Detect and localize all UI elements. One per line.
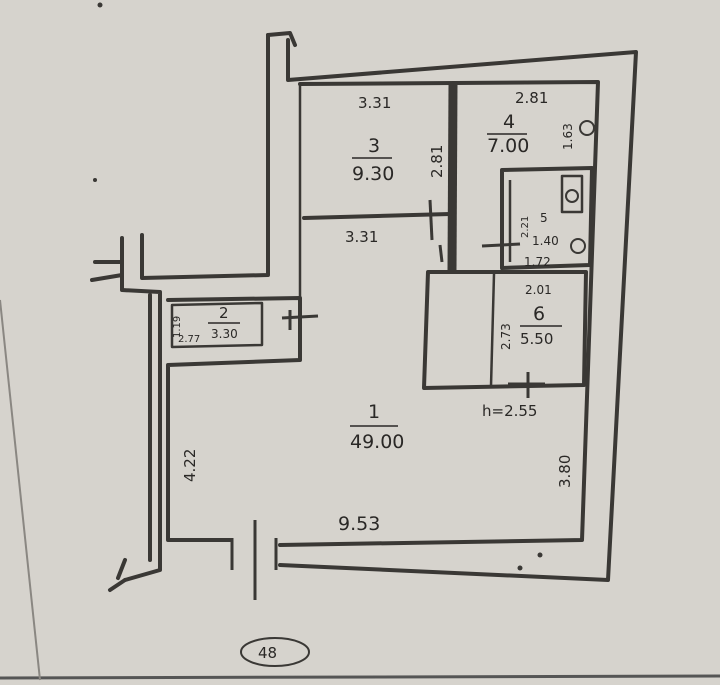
room-number: 2 <box>219 304 229 322</box>
room-area: 1.40 <box>532 234 559 248</box>
room-number: 6 <box>533 303 545 325</box>
sheet-number-stamp: 48 <box>240 637 310 667</box>
room-area: 5.50 <box>520 330 553 348</box>
room-number: 5 <box>540 211 548 225</box>
dimension-label: 2.77 <box>178 334 200 345</box>
page-fold <box>0 299 41 681</box>
dimension-labels: 3.31 3.31 2.81 2.81 1.63 2.21 1.72 2.01 … <box>172 89 575 535</box>
room-labels: 3 9.30 4 7.00 5 1.40 6 5.50 2 3.30 1 49.… <box>208 111 562 453</box>
dimension-label: 1.63 <box>561 123 575 150</box>
dimension-label: 2.01 <box>525 283 552 297</box>
dimension-label: 2.81 <box>515 89 548 107</box>
room-area: 3.30 <box>211 327 238 341</box>
page-edge <box>0 674 720 680</box>
dimension-label: 2.21 <box>520 216 531 238</box>
room-number: 3 <box>368 135 380 157</box>
dimension-label: 4.22 <box>181 449 199 482</box>
ceiling-height-label: h=2.55 <box>482 402 537 420</box>
dimension-label: 2.73 <box>499 323 513 350</box>
dimension-label: 3.31 <box>345 228 378 246</box>
dimension-label: 3.31 <box>358 94 391 112</box>
dimension-label: 2.81 <box>428 145 446 178</box>
dimension-label: 9.53 <box>338 513 380 535</box>
exterior-walls <box>90 31 638 592</box>
door-window-marks <box>93 2 595 600</box>
room-area: 49.00 <box>350 431 404 453</box>
room-number: 1 <box>368 401 380 423</box>
room-area: 9.30 <box>352 163 394 185</box>
dimension-label: 3.80 <box>556 455 574 488</box>
interior-walls <box>170 84 594 390</box>
dimension-label: 1.19 <box>172 316 183 338</box>
dimension-label: 1.72 <box>524 255 551 269</box>
sheet-number: 48 <box>258 644 277 662</box>
room-area: 7.00 <box>487 135 529 157</box>
room-number: 4 <box>503 111 515 133</box>
